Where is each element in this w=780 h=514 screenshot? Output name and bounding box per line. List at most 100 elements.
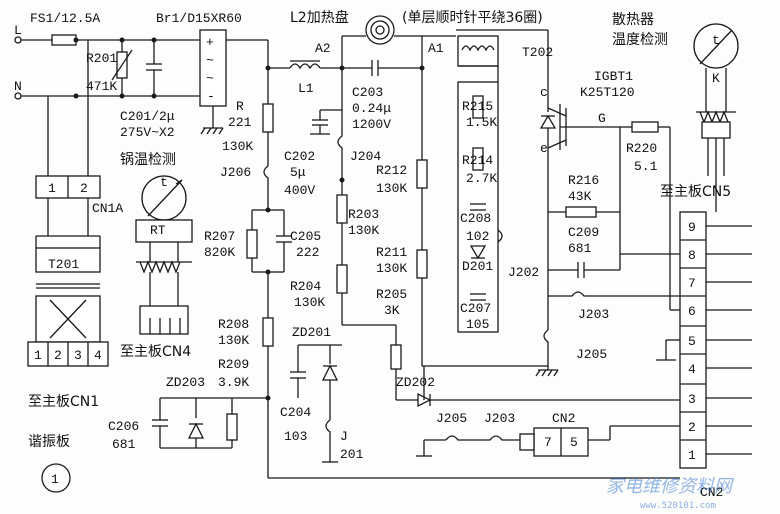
label-r215-val: 1.5K (466, 115, 497, 130)
heating-coil-l2 (341, 15, 423, 68)
cn1-pin-3: 3 (74, 348, 82, 363)
connector-cn1 (27, 341, 109, 367)
label-t202: T202 (522, 45, 553, 60)
label-c-pin: c (540, 85, 548, 100)
label-rt: RT (150, 223, 166, 238)
label-r207: R207 (204, 229, 235, 244)
resistor-r212 (416, 68, 428, 250)
jumper-j204 (337, 110, 343, 180)
label-c201: C201/2μ (120, 109, 175, 124)
pin-3: 3 (688, 392, 696, 407)
cn1-pin-4: 4 (94, 348, 102, 363)
pin-8: 8 (688, 248, 696, 263)
label-igbt-part: K25T120 (580, 85, 635, 100)
resistor-r216 (548, 127, 621, 270)
label-zd203: ZD203 (166, 375, 205, 390)
label-c206: C206 (108, 419, 139, 434)
label-c207-val: 105 (466, 317, 489, 332)
cn2-pin-7: 7 (544, 435, 552, 450)
label-c206-val: 681 (112, 437, 136, 452)
label-c205-val: 222 (296, 245, 319, 260)
label-g-pin: G (598, 111, 606, 126)
label-c207: C207 (460, 301, 491, 316)
zener-zd201-block (290, 344, 342, 463)
circle-number (41, 463, 71, 493)
right-connector (679, 211, 752, 469)
label-pot-temp: 锅温检测 (120, 152, 176, 168)
capacitor-c203 (342, 60, 422, 76)
label-r201-val: 471K (86, 79, 117, 94)
label-r220: R220 (626, 141, 657, 156)
label-r203-val: 130K (348, 223, 379, 238)
watermark-url: www.520101.com (640, 501, 716, 511)
resistor-r208 (262, 272, 274, 398)
label-a2: A2 (315, 41, 331, 56)
jumper-j205 (543, 329, 549, 370)
label-e-pin: e (540, 141, 548, 156)
label-r214-val: 2.7K (466, 171, 497, 186)
connector-cn1a (35, 40, 101, 236)
t202-secondary-frame (457, 81, 499, 333)
label-cn5: 至主板CN5 (660, 184, 731, 200)
label-d201: D201 (462, 259, 493, 274)
label-l2: L2加热盘 (290, 9, 349, 26)
label-c203-v1: 0.24μ (352, 101, 391, 116)
label-r209-val: 3.9K (218, 375, 249, 390)
label-r221: R (236, 99, 244, 114)
cn1a-pin-2: 2 (80, 181, 88, 196)
label-l1: L1 (298, 81, 314, 96)
label-zd201: ZD201 (292, 325, 331, 340)
label-c203-v2: 1200V (352, 117, 391, 132)
label-c209-val: 681 (568, 241, 592, 256)
label-c201-val: 275V~X2 (120, 125, 175, 140)
cn2-small-connector (416, 425, 680, 457)
label-igbt: IGBT1 (594, 69, 633, 84)
label-j206: J206 (220, 165, 251, 180)
label-r221-val: 130K (222, 139, 253, 154)
capacitor-c209 (548, 262, 620, 278)
pin-9: 9 (688, 220, 696, 235)
label-c208-val: 102 (466, 229, 489, 244)
ground-igbt (535, 369, 559, 377)
label-r212-val: 130K (376, 181, 407, 196)
zener-zd203-block (152, 398, 238, 449)
label-cn1a: CN1A (92, 201, 123, 216)
label-r211: R211 (376, 245, 407, 260)
secondary-network (469, 95, 503, 301)
label-sink-sensor-2: 温度检测 (612, 32, 668, 48)
bridge-rectifier: + ~ ~ - (199, 29, 269, 135)
resistor-r204 (336, 264, 396, 326)
cn2-pin-5: 5 (570, 435, 578, 450)
cn1a-pin-1: 1 (48, 181, 56, 196)
label-r216-val: 43K (568, 189, 592, 204)
heatsink-thermal-switch (693, 23, 739, 176)
pin-4: 4 (688, 362, 696, 377)
label-cn2-bottom: CN2 (700, 485, 723, 500)
label-r208: R208 (218, 317, 249, 332)
capacitor-c205 (268, 209, 292, 273)
label-r205: R205 (376, 287, 407, 302)
varistor-r201 (111, 40, 133, 96)
pin-6: 6 (688, 304, 696, 319)
transformer-t202 (422, 29, 549, 108)
pin-2: 2 (688, 420, 696, 435)
resistor-r205 (390, 325, 402, 400)
svg-text:-: - (207, 89, 215, 104)
label-r220-val: 5.1 (634, 159, 658, 174)
jumper-j203 (548, 291, 680, 297)
label-j205-cn2: J205 (436, 411, 467, 426)
label-j205: J205 (576, 347, 607, 362)
watermark-logo: 家电维修资料网 (606, 476, 734, 497)
label-winding-note: (单层顺时针平绕36圈) (402, 10, 543, 26)
resistor-r203 (336, 180, 348, 265)
label-r205-val: 3K (384, 303, 400, 318)
label-k: K (712, 71, 720, 86)
label-a1: A1 (428, 41, 444, 56)
label-fuse: FS1/12.5A (30, 11, 100, 26)
label-sink-sensor-1: 散热器 (612, 12, 654, 28)
pin-7: 7 (688, 276, 696, 291)
label-r204: R204 (290, 279, 321, 294)
label-circle-num: 1 (51, 472, 59, 487)
resistor-r220 (620, 121, 680, 311)
ground-pin5 (656, 339, 680, 361)
